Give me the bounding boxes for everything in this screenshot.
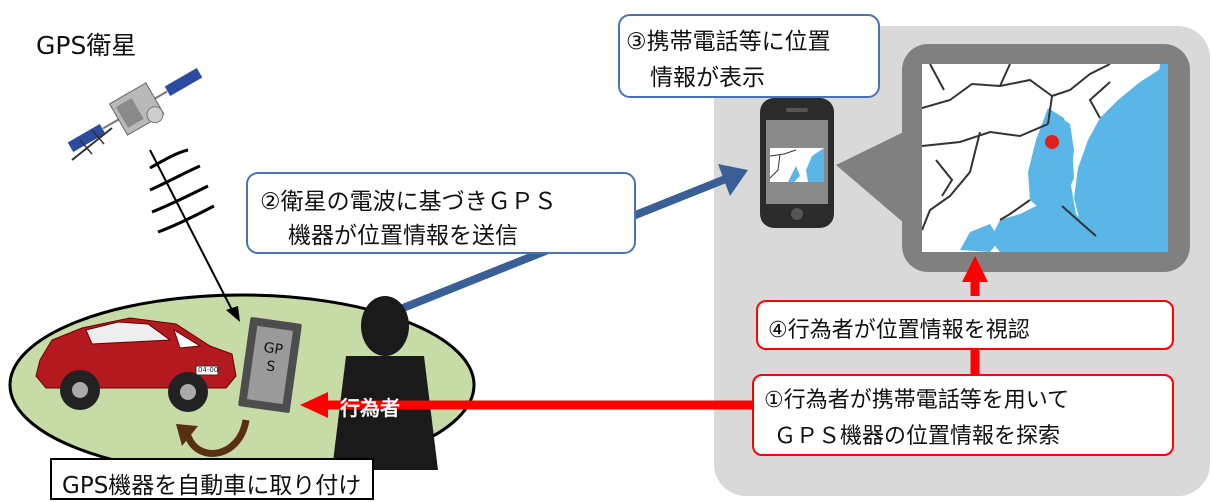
step2-text-line1: ②衛星の電波に基づきＧＰＳ (260, 189, 557, 215)
attach-caption-box: GPS機器を自動車に取り付け (50, 458, 374, 500)
signal-arrow (149, 149, 233, 311)
red-arrows (300, 256, 988, 418)
map-image (922, 64, 1168, 252)
location-pin (1045, 135, 1059, 149)
step2-box: ②衛星の電波に基づきＧＰＳ 機器が位置情報を送信 (246, 172, 636, 254)
step4-box: ④行為者が位置情報を視認 (756, 300, 1174, 350)
step2-text-line2: 機器が位置情報を送信 (288, 223, 518, 249)
attach-arrow (184, 419, 250, 457)
gps-device (238, 317, 302, 413)
attach-caption: GPS機器を自動車に取り付け (62, 473, 362, 499)
smartphone (760, 98, 834, 228)
satellite-label: GPS衛星 (36, 31, 137, 60)
actor-label: 行為者 (340, 396, 400, 420)
step1-box: ①行為者が携帯電話等を用いて ＧＰＳ機器の位置情報を探索 (752, 374, 1174, 456)
step3-text-line2: 情報が表示 (650, 65, 765, 91)
step1-text-line1: ①行為者が携帯電話等を用いて (764, 388, 1070, 413)
license-plate: 04-00 (198, 366, 219, 374)
map-bubble-tail (836, 125, 918, 235)
car-icon (35, 317, 237, 412)
step4-text: ④行為者が位置情報を視認 (768, 318, 1030, 343)
actor-silhouette (332, 296, 438, 470)
gps-satellite-icon (66, 66, 204, 161)
step3-box: ③携帯電話等に位置 情報が表示 (618, 14, 880, 98)
step3-text-line1: ③携帯電話等に位置 (626, 29, 831, 55)
step1-text-line2: ＧＰＳ機器の位置情報を探索 (774, 424, 1061, 449)
radio-waves (149, 148, 215, 234)
